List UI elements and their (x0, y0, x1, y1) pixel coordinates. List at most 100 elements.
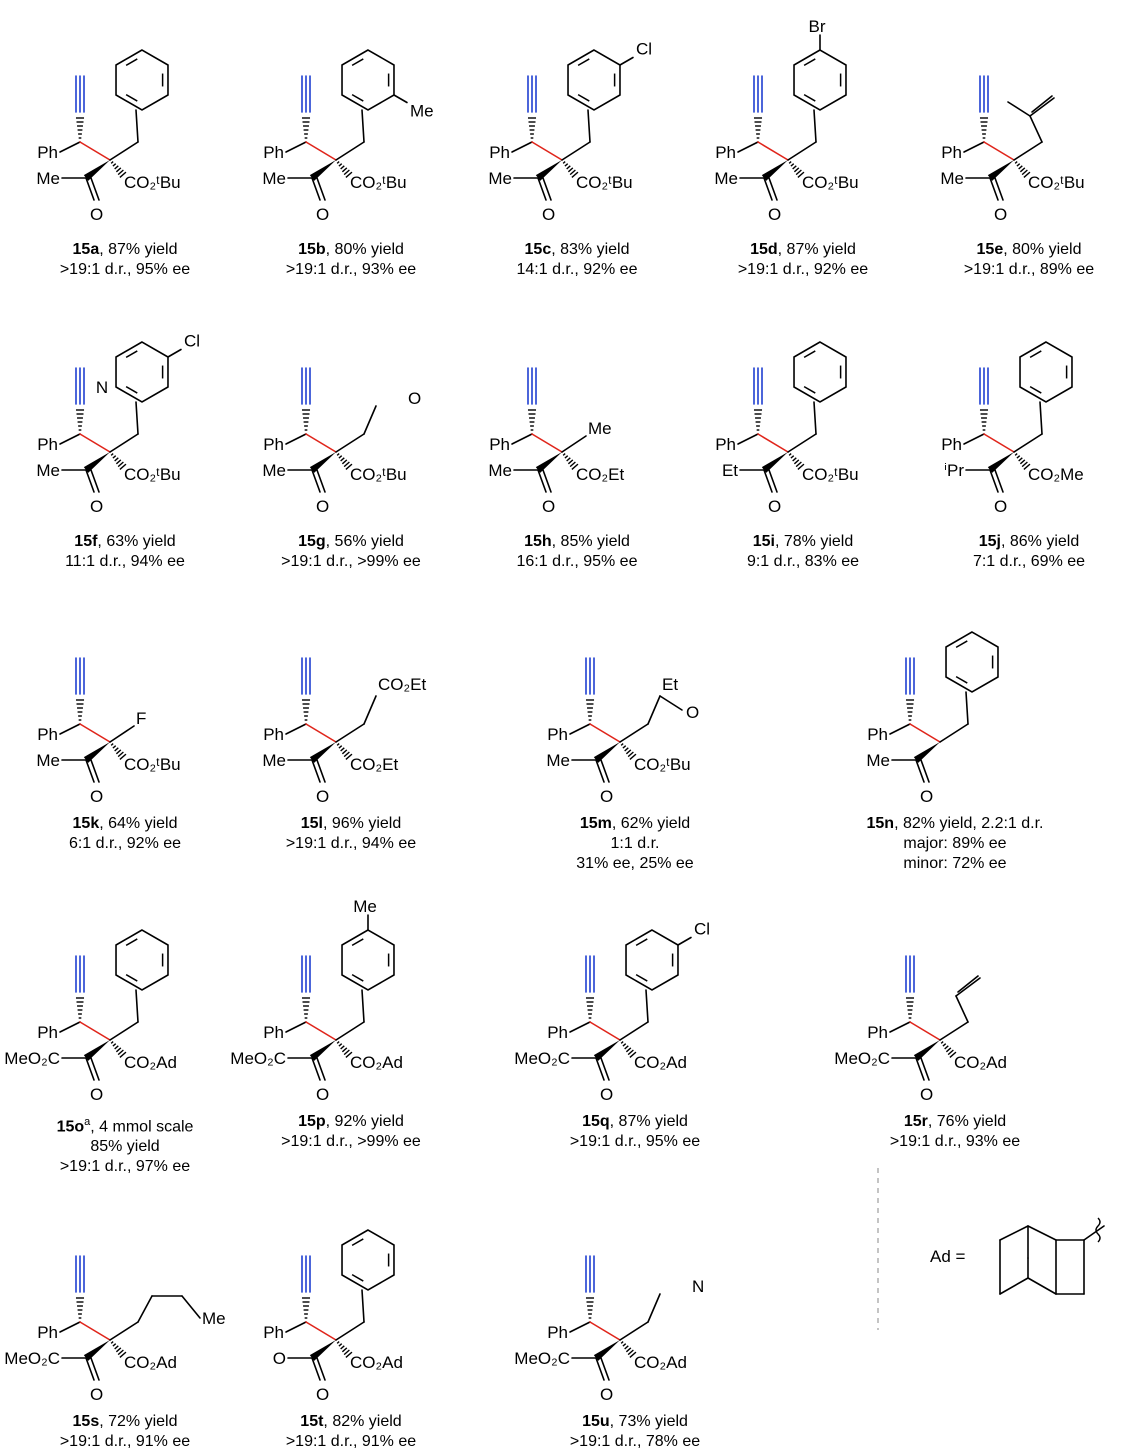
hash-bond (567, 459, 574, 465)
compound-id: 15i (752, 533, 775, 550)
bond (619, 56, 634, 66)
hash-bond (112, 1343, 117, 1347)
hash-bond (790, 163, 795, 167)
compound-caption: 15q, 87% yield>19:1 d.r., 95% ee (510, 1112, 760, 1152)
selectivity-text: >19:1 d.r., 89% ee (963, 261, 1095, 278)
bond (889, 1021, 911, 1033)
adamantane-bond (1027, 1225, 1057, 1241)
caption-line: 15oa, 4 mmol scale (0, 1112, 250, 1137)
aromatic-bond (351, 938, 364, 947)
yield-text: , 96% yield (322, 815, 402, 832)
hash-bond (940, 1041, 944, 1044)
new-cc-bond (305, 141, 337, 161)
bond (920, 1057, 930, 1081)
substituent-label: Et (662, 675, 678, 694)
bond (90, 177, 100, 201)
compound-id: 15b (298, 241, 326, 258)
bond (737, 433, 759, 445)
bond (316, 759, 326, 783)
aromatic-bond (955, 675, 968, 684)
bond (316, 1357, 326, 1381)
hash-bond (792, 457, 797, 462)
pyridine-ring (115, 341, 169, 403)
hash-bond (797, 463, 805, 470)
hash-bond (110, 161, 114, 164)
bond (363, 695, 377, 725)
hash-bond (119, 1351, 127, 1358)
r1-label: Me (488, 461, 512, 480)
caption-line: 15r, 76% yield (830, 1112, 1080, 1132)
compound-id: 15n (866, 815, 895, 832)
bond (167, 348, 182, 358)
carbonyl-oxygen-label: O (542, 497, 555, 516)
hash-bond (338, 1343, 343, 1347)
hash-bond (112, 1043, 117, 1047)
selectivity-text: minor: 72% ee (903, 855, 1007, 872)
caption-line: 15j, 86% yield (904, 532, 1129, 552)
hash-bond (1014, 453, 1018, 456)
new-cc-bond (79, 723, 111, 743)
hash-bond (345, 1051, 353, 1058)
adamantane-bond (999, 1277, 1029, 1295)
caption-line: 15f, 63% yield (0, 532, 250, 552)
hash-bond (345, 753, 353, 760)
phenyl-label: Ph (37, 435, 58, 454)
selectivity-text: 11:1 d.r., 94% ee (65, 553, 185, 570)
carbonyl-oxygen-label: O (90, 205, 103, 224)
bond (85, 177, 95, 201)
selectivity-text: 16:1 d.r., 95% ee (516, 553, 638, 570)
hash-bond (944, 1045, 949, 1050)
bond (768, 177, 778, 201)
bond (109, 1021, 139, 1041)
compound-caption: 15g, 56% yield>19:1 d.r., >99% ee (226, 532, 476, 572)
bond (813, 401, 817, 435)
substituent-label: Cl (184, 332, 200, 351)
bond (1013, 141, 1043, 161)
hash-bond (627, 1049, 634, 1056)
wedge-bond (309, 1340, 336, 1361)
bond (316, 1057, 326, 1081)
caption-line: 15a, 87% yield (0, 240, 250, 260)
yield-text: , 85% yield (551, 533, 630, 550)
hash-bond (569, 461, 576, 468)
yield-text: , 76% yield (927, 1113, 1007, 1130)
r1-label: MeO₂C (4, 1049, 60, 1068)
ester-label: CO₂Ad (954, 1053, 1007, 1072)
hash-bond (620, 1341, 624, 1344)
bond (109, 141, 139, 161)
carbonyl-oxygen-label: O (994, 497, 1007, 516)
hash-bond (1021, 461, 1028, 468)
selectivity-text: major: 89% ee (903, 835, 1007, 852)
aromatic-bond (351, 1238, 364, 1247)
wedge-bond (309, 1040, 336, 1061)
yield-text: , 82% yield, 2.2:1 d.r. (894, 815, 1044, 832)
bond (915, 759, 925, 783)
compound-id: 15q (582, 1113, 610, 1130)
substituent-label: Br (809, 17, 826, 36)
ester-label: CO₂ᵗBu (802, 465, 859, 484)
legend-label: Ad = (930, 1247, 966, 1266)
compound-caption: 15a, 87% yield>19:1 d.r., 95% ee (0, 240, 250, 280)
hash-bond (1018, 457, 1023, 462)
wedge-bond (593, 1040, 620, 1061)
bond (939, 723, 969, 743)
phenyl-label: Ph (941, 143, 962, 162)
bond (59, 1021, 81, 1033)
bond (1031, 95, 1053, 113)
caption-line: 15h, 85% yield (452, 532, 702, 552)
benzene-ring (341, 1229, 395, 1291)
compound-caption: 15e, 80% yield>19:1 d.r., 89% ee (904, 240, 1129, 280)
aromatic-bond (125, 350, 138, 359)
selectivity-text: 31% ee, 25% ee (576, 855, 694, 872)
compound-id: 15l (300, 815, 323, 832)
hash-bond (117, 751, 124, 758)
hash-bond (627, 751, 634, 758)
phenyl-label: Ph (867, 725, 888, 744)
hash-bond (117, 1049, 124, 1056)
